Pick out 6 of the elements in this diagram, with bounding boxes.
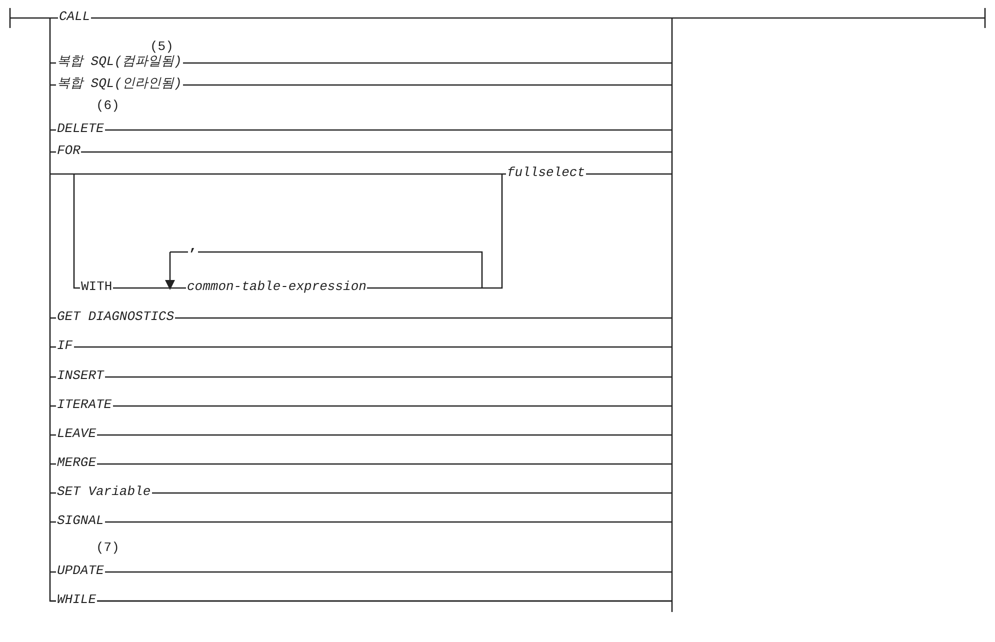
syntax-keyword: 복합 SQL(인라인됨) (56, 76, 183, 92)
syntax-keyword: 복합 SQL(컴파일됨) (56, 54, 183, 70)
footnote-number: (6) (96, 98, 120, 114)
footnote-number: (7) (96, 540, 120, 556)
footnote-number: (5) (150, 39, 174, 55)
syntax-keyword: common-table-expression (186, 279, 368, 295)
